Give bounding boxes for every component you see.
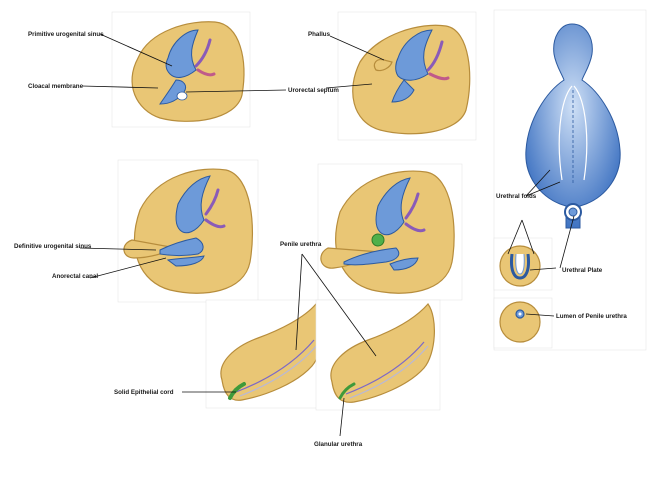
- label-cloacal-membrane: Cloacal membrane: [28, 83, 84, 90]
- panel-phallus-stage: [338, 12, 476, 140]
- cross-section-urethral-plate: [494, 238, 552, 290]
- label-lumen-of-penile-urethra: Lumen of Penile urethra: [556, 313, 627, 320]
- label-definitive-urogenital-sinus: Definitive urogenital sinus: [14, 243, 92, 250]
- label-anorectal-canal: Anorectal canal: [52, 273, 98, 280]
- panel-cloaca-stage: [112, 12, 250, 127]
- label-urorectal-septum: Urorectal septum: [288, 87, 339, 94]
- panel-penile-urethra-stage: [318, 164, 462, 300]
- label-urethral-plate: Urethral Plate: [562, 267, 603, 274]
- cross-section-penile-urethra: [494, 298, 552, 348]
- panel-glanular-urethra: [316, 300, 440, 410]
- label-urethral-folds: Urethral folds: [496, 193, 537, 200]
- label-solid-epithelial-cord: Solid Epithelial cord: [114, 389, 174, 396]
- label-definitive-urogenital-sinus-text: Definitive urogenital sinus: [14, 243, 92, 250]
- panel-definitive-sinus-stage: [118, 160, 258, 302]
- label-glanular-urethra: Glanular urethra: [314, 441, 363, 448]
- label-penile-urethra: Penile urethra: [280, 241, 322, 248]
- label-primitive-urogenital-sinus: Primitive urogenital sinus: [28, 31, 104, 38]
- label-phallus: Phallus: [308, 31, 331, 38]
